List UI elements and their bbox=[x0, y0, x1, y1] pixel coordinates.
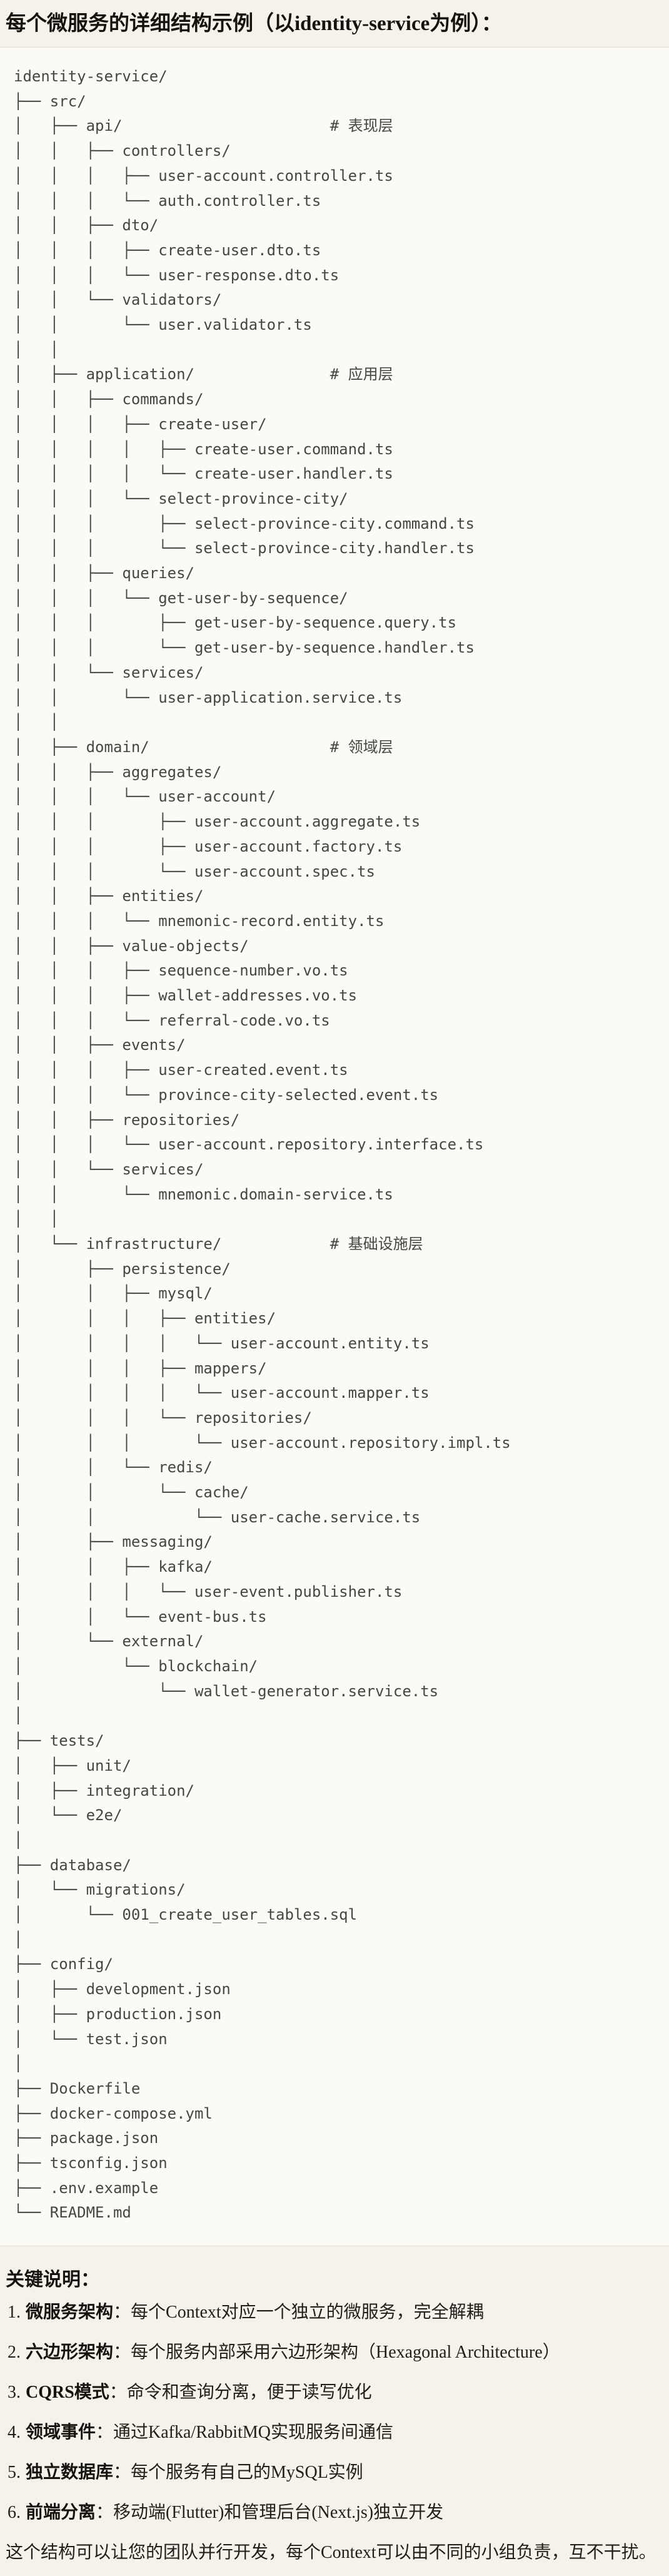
note-label: 六边形架构 bbox=[26, 2343, 114, 2363]
note-item-2: 2.六边形架构：每个服务内部采用六边形架构（Hexagonal Architec… bbox=[8, 2341, 663, 2365]
note-item-6: 6.前端分离：移动端(Flutter)和管理后台(Next.js)独立开发 bbox=[8, 2501, 663, 2525]
note-number: 3. bbox=[8, 2383, 21, 2403]
closing-paragraph: 这个结构可以让您的团队并行开发，每个Context可以由不同的小组负责，互不干扰… bbox=[6, 2543, 656, 2563]
note-label: 独立数据库 bbox=[26, 2463, 114, 2483]
note-item-1: 1.微服务架构：每个Context对应一个独立的微服务，完全解耦 bbox=[8, 2301, 663, 2324]
note-text: ：移动端(Flutter)和管理后台(Next.js)独立开发 bbox=[96, 2503, 444, 2523]
note-number: 6. bbox=[8, 2503, 21, 2523]
note-number: 2. bbox=[8, 2343, 21, 2363]
note-label: CQRS模式 bbox=[26, 2383, 109, 2403]
note-number: 1. bbox=[8, 2303, 21, 2323]
note-text: ：命令和查询分离，便于读写优化 bbox=[109, 2383, 372, 2403]
directory-tree: identity-service/ ├── src/ │ ├── api/ # … bbox=[14, 68, 511, 2222]
note-text: ：通过Kafka/RabbitMQ实现服务间通信 bbox=[96, 2423, 393, 2443]
note-text: ：每个服务内部采用六边形架构（Hexagonal Architecture） bbox=[113, 2343, 560, 2363]
notes-section: 关键说明： 1.微服务架构：每个Context对应一个独立的微服务，完全解耦 2… bbox=[0, 2268, 669, 2565]
note-label: 微服务架构 bbox=[26, 2303, 114, 2323]
directory-tree-code-block: identity-service/ ├── src/ │ ├── api/ # … bbox=[0, 47, 669, 2247]
note-item-4: 4.领域事件：通过Kafka/RabbitMQ实现服务间通信 bbox=[8, 2421, 663, 2445]
notes-list: 1.微服务架构：每个Context对应一个独立的微服务，完全解耦 2.六边形架构… bbox=[6, 2301, 663, 2525]
note-text: ：每个Context对应一个独立的微服务，完全解耦 bbox=[113, 2303, 484, 2323]
note-label: 前端分离 bbox=[26, 2503, 96, 2523]
page-title: 每个微服务的详细结构示例（以identity-service为例）： bbox=[6, 13, 502, 35]
note-number: 4. bbox=[8, 2423, 21, 2443]
note-item-5: 5.独立数据库：每个服务有自己的MySQL实例 bbox=[8, 2461, 663, 2485]
note-text: ：每个服务有自己的MySQL实例 bbox=[113, 2463, 363, 2483]
note-label: 领域事件 bbox=[26, 2423, 96, 2443]
note-item-3: 3.CQRS模式：命令和查询分离，便于读写优化 bbox=[8, 2381, 663, 2405]
note-number: 5. bbox=[8, 2463, 21, 2483]
notes-heading: 关键说明： bbox=[6, 2269, 99, 2291]
